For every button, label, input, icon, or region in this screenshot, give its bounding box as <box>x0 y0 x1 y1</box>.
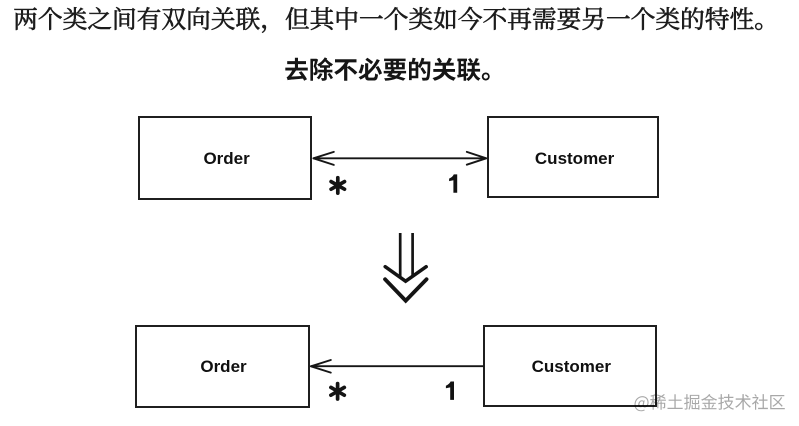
svg-text:Customer: Customer <box>535 149 615 168</box>
svg-text:Order: Order <box>200 357 247 376</box>
svg-text:Order: Order <box>203 149 250 168</box>
svg-text:Customer: Customer <box>532 357 612 376</box>
